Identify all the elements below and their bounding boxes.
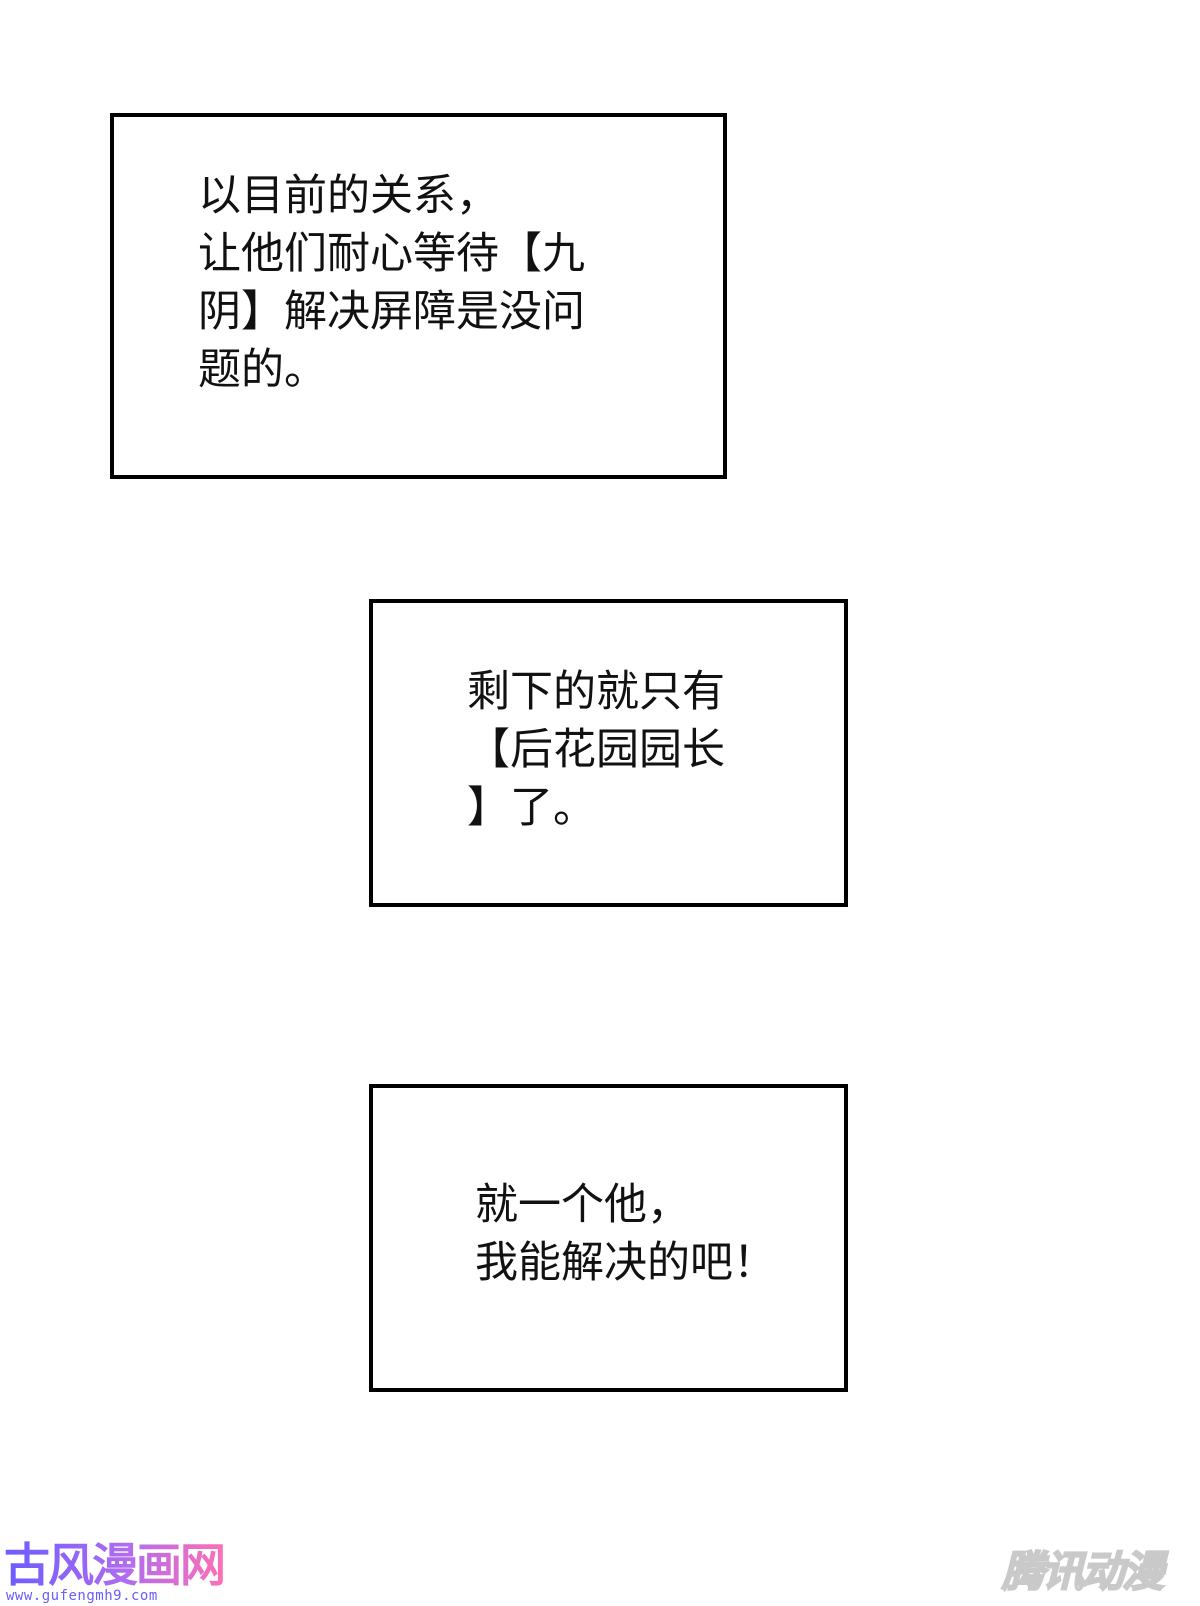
caption-line: 让他们耐心等待【九	[198, 229, 585, 279]
caption-line: 剩下的就只有	[467, 667, 725, 717]
watermark-left: 古风漫画网 www.gufengmh9.com	[4, 1540, 234, 1604]
caption-box-1: 以目前的关系， 让他们耐心等待【九 阴】解决屏障是没问 题的。	[110, 113, 727, 479]
caption-text-1: 以目前的关系， 让他们耐心等待【九 阴】解决屏障是没问 题的。	[198, 167, 585, 399]
watermark-right-logo: 腾讯动漫	[1001, 1546, 1165, 1597]
watermark-left-logo: 古风漫画网	[4, 1538, 226, 1592]
caption-line: 我能解决的吧！	[475, 1238, 776, 1288]
caption-line: 以目前的关系，	[198, 171, 499, 221]
caption-text-3: 就一个他， 我能解决的吧！	[475, 1176, 776, 1292]
caption-box-3: 就一个他， 我能解决的吧！	[369, 1084, 848, 1392]
caption-line: 阴】解决屏障是没问	[198, 287, 585, 337]
caption-line: 【后花园园长	[467, 725, 725, 775]
caption-text-2: 剩下的就只有 【后花园园长 】了。	[467, 663, 725, 837]
watermark-left-url: www.gufengmh9.com	[6, 1588, 158, 1604]
caption-line: 】了。	[467, 783, 596, 833]
caption-box-2: 剩下的就只有 【后花园园长 】了。	[369, 599, 848, 907]
caption-line: 就一个他，	[475, 1180, 690, 1230]
caption-line: 题的。	[198, 345, 327, 395]
